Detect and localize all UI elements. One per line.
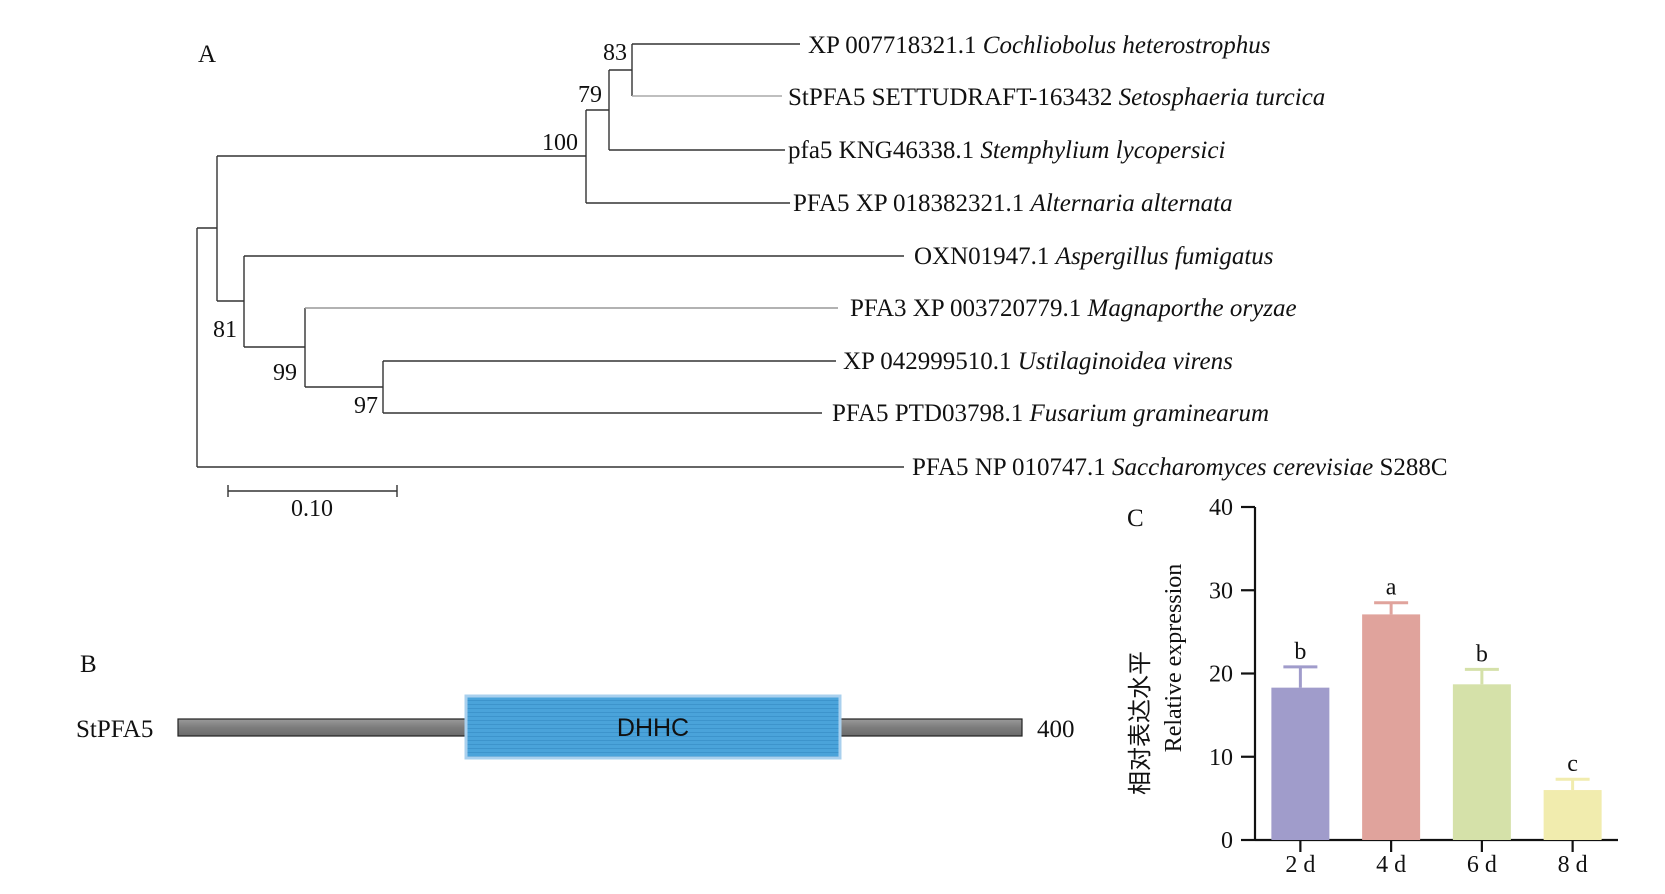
species-name: Cochliobolus heterostrophus (983, 32, 1271, 59)
taxon-label: PFA5 NP 010747.1 Saccharomyces cerevisia… (912, 454, 1448, 481)
taxon-label: XP 042999510.1 Ustilaginoidea virens (843, 348, 1233, 375)
species-name: Magnaporthe oryzae (1087, 295, 1297, 322)
taxon-label: StPFA5 SETTUDRAFT-163432 Setosphaeria tu… (788, 84, 1325, 111)
accession: PFA5 PTD03798.1 (832, 400, 1030, 427)
species-name: Ustilaginoidea virens (1018, 348, 1233, 375)
species-name: Stemphylium lycopersici (980, 137, 1225, 164)
x-tick-label: 6 d (1467, 852, 1497, 878)
bootstrap-value: 100 (542, 130, 578, 156)
y-tick-label: 30 (1209, 578, 1233, 604)
protein-length: 400 (1037, 716, 1075, 743)
significance-label: b (1294, 639, 1306, 665)
bootstrap-value: 79 (578, 82, 602, 108)
bar (1543, 790, 1602, 840)
domain-architecture: B StPFA5 DHHC 400 (76, 651, 1075, 760)
taxon-label: XP 007718321.1 Cochliobolus heterostroph… (808, 32, 1271, 59)
scale-bar: 0.10 (227, 485, 398, 522)
taxon-label: OXN01947.1 Aspergillus fumigatus (914, 243, 1274, 270)
bar (1271, 687, 1330, 840)
phylogenetic-tree: A (196, 32, 1448, 522)
expression-chart: C 相对表达水平 Relative expression 0 10 20 30 40 b 2… (1127, 495, 1618, 878)
significance-label: a (1386, 575, 1397, 601)
x-tick-label: 2 d (1285, 852, 1315, 878)
panel-label-c: C (1127, 505, 1144, 532)
dhhc-domain (464, 694, 842, 760)
x-tick-label: 4 d (1376, 852, 1406, 878)
taxon-labels: XP 007718321.1 Cochliobolus heterostroph… (788, 32, 1448, 481)
protein-backbone-left (177, 718, 467, 737)
accession: XP 007718321.1 (808, 32, 983, 59)
accession: XP 042999510.1 (843, 348, 1018, 375)
accession: PFA5 XP 018382321.1 (793, 190, 1031, 217)
protein-backbone-right (839, 718, 1023, 737)
protein-name: StPFA5 (76, 716, 153, 743)
y-tick-label: 20 (1209, 662, 1233, 688)
accession: pfa5 KNG46338.1 (788, 137, 980, 164)
domain-label: DHHC (617, 714, 689, 742)
species-name: Setosphaeria turcica (1119, 84, 1326, 111)
bootstrap-value: 81 (213, 317, 237, 343)
panel-label-a: A (198, 41, 216, 68)
y-tick-label: 40 (1209, 495, 1233, 521)
taxon-label: PFA5 PTD03798.1 Fusarium graminearum (832, 400, 1269, 427)
species-name: Aspergillus fumigatus (1054, 243, 1274, 270)
species-name: Fusarium graminearum (1029, 400, 1270, 427)
strain-suffix: S288C (1373, 454, 1447, 481)
accession: StPFA5 SETTUDRAFT-163432 (788, 84, 1119, 111)
bar (1452, 684, 1511, 840)
significance-label: c (1567, 751, 1578, 777)
accession: PFA3 XP 003720779.1 (850, 295, 1088, 322)
species-name: Alternaria alternata (1029, 190, 1233, 217)
y-axis-label-en: Relative expression (1161, 564, 1187, 753)
taxon-label: PFA5 XP 018382321.1 Alternaria alternata (793, 190, 1233, 217)
tree-branches (196, 43, 904, 468)
bootstrap-value: 99 (273, 360, 297, 386)
y-tick-label: 10 (1209, 745, 1233, 771)
panel-label-b: B (80, 651, 97, 678)
significance-label: b (1476, 641, 1488, 667)
y-axis-label-cn: 相对表达水平 (1127, 651, 1154, 795)
bootstrap-value: 97 (354, 393, 378, 419)
accession: OXN01947.1 (914, 243, 1056, 270)
scale-bar-label: 0.10 (291, 496, 333, 522)
bootstrap-value: 83 (603, 40, 627, 66)
accession: PFA5 NP 010747.1 (912, 454, 1112, 481)
chart-plot-area: 0 10 20 30 40 b 2 d a 4 d b 6 d c 8 d (1209, 495, 1618, 878)
taxon-label: pfa5 KNG46338.1 Stemphylium lycopersici (788, 137, 1225, 164)
taxon-label: PFA3 XP 003720779.1 Magnaporthe oryzae (850, 295, 1297, 322)
bar (1362, 614, 1421, 840)
y-tick-label: 0 (1221, 828, 1233, 854)
bootstrap-values: 83 79 100 81 99 97 (213, 40, 627, 419)
species-name: Saccharomyces cerevisiae (1112, 454, 1373, 481)
x-tick-label: 8 d (1558, 852, 1588, 878)
